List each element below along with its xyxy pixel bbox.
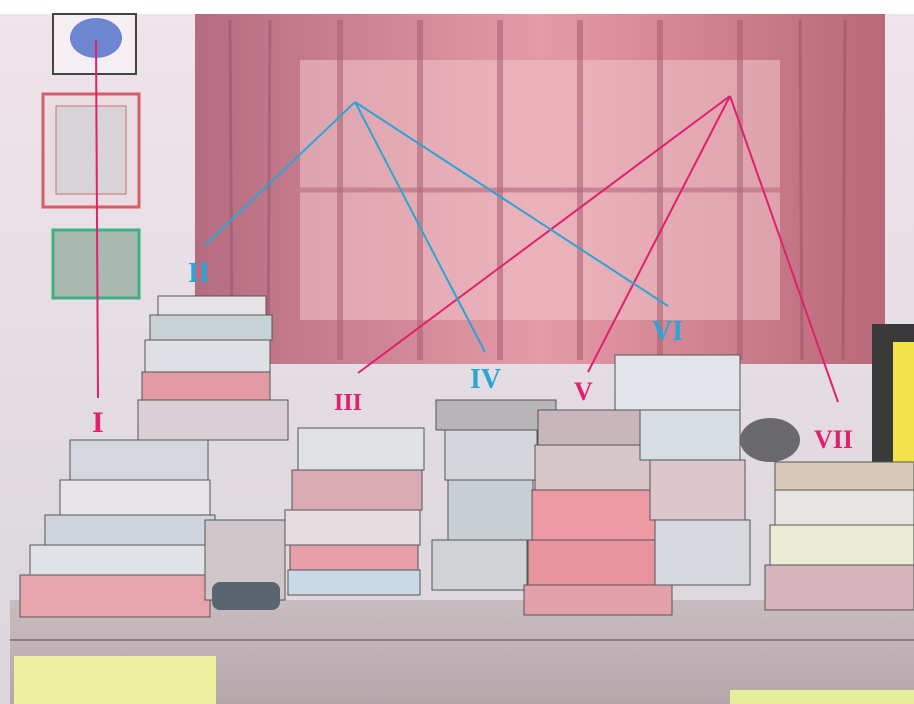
line-VI: [354, 101, 669, 307]
window-curtain: [195, 14, 885, 364]
line-III: [357, 95, 731, 374]
annotation-lines-blue: [204, 101, 669, 353]
label-VII: VII: [814, 425, 853, 454]
line-IV: [354, 101, 486, 353]
label-II: II: [188, 258, 210, 289]
label-IV: IV: [470, 364, 501, 395]
label-VI: VI: [652, 316, 683, 347]
label-V: V: [574, 377, 593, 406]
label-I: I: [92, 406, 104, 439]
book-stack-4: [431, 399, 557, 591]
book-stack-7: [740, 418, 914, 611]
line-I: [95, 39, 99, 399]
line-V: [587, 95, 731, 373]
line-II: [204, 101, 356, 246]
small-device: [212, 582, 280, 610]
book-stack-6: [614, 354, 751, 586]
book-stack-5: [523, 409, 673, 616]
book-stack-3: [284, 427, 425, 596]
camera-object-icon: [740, 418, 800, 462]
wall-frames: [41, 13, 141, 300]
globe-drawing-icon: [70, 18, 122, 58]
annotation-lines-magenta: [95, 39, 839, 403]
yellow-box: [872, 324, 914, 474]
book-stack-1: [19, 439, 216, 618]
line-VII: [729, 95, 839, 403]
label-III: III: [334, 390, 362, 416]
